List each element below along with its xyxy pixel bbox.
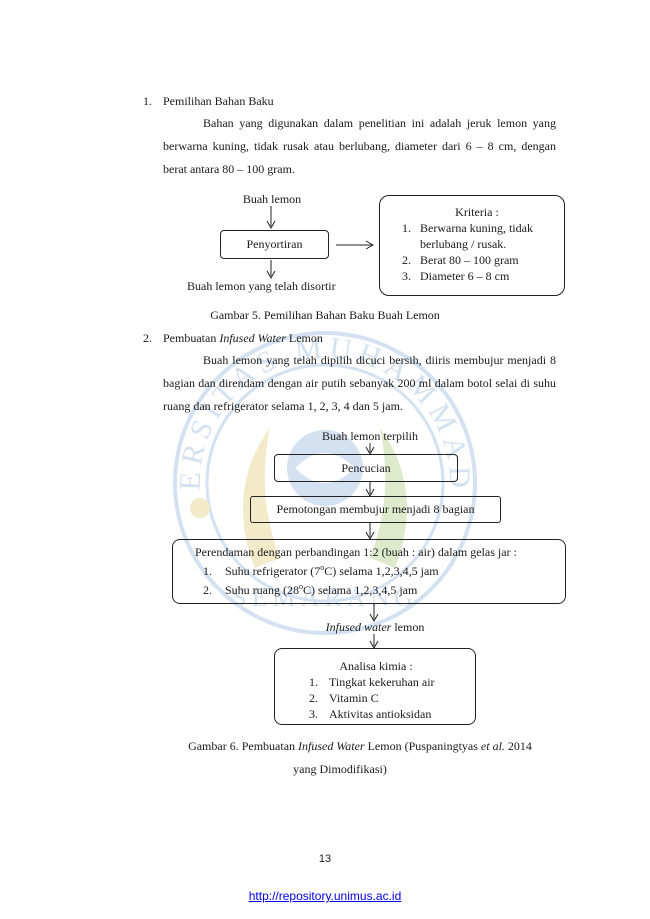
section-2-title: Pembuatan Infused Water Lemon	[163, 331, 323, 346]
analysis-item: 2. Vitamin C	[309, 690, 475, 706]
fig5-criteria-box: Kriteria : 1. Berwarna kuning, tidak berl…	[379, 195, 565, 296]
analysis-item-text: Vitamin C	[329, 691, 379, 705]
section-2-title-italic: Infused Water	[219, 331, 286, 345]
analysis-item-text: Aktivitas antioksidan	[329, 707, 432, 721]
repository-link[interactable]: http://repository.unimus.ac.id	[248, 889, 402, 903]
analysis-item: 1. Tingkat kekeruhan air	[309, 674, 475, 690]
analysis-item: 3. Aktivitas antioksidan	[309, 706, 475, 722]
section-2-paragraph-text: Buah lemon yang telah dipilih dicuci ber…	[163, 353, 556, 413]
figure-6-caption-line-1: Gambar 6. Pembuatan Infused Water Lemon …	[0, 739, 650, 754]
section-2-title-pre: Pembuatan	[163, 331, 220, 345]
criteria-item-number: 3.	[402, 269, 411, 283]
fig6-soaking-box: Perendaman dengan perbandingan 1:2 (buah…	[172, 539, 566, 604]
caption-italic-1: Infused Water	[298, 739, 365, 753]
section-2-title-post: Lemon	[285, 331, 323, 345]
analysis-item-number: 2.	[309, 691, 318, 705]
criteria-title: Kriteria :	[455, 205, 499, 219]
analysis-item-text: Tingkat kekeruhan air	[329, 675, 435, 689]
criteria-item-number: 1.	[402, 221, 411, 235]
fig5-sorting-box: Penyortiran	[220, 230, 329, 259]
analysis-title: Analisa kimia :	[339, 659, 413, 673]
section-1-paragraph-text: Bahan yang digunakan dalam penelitian in…	[163, 116, 556, 176]
soaking-item-pre: Suhu refrigerator (7	[225, 564, 321, 578]
caption-pre: Gambar 6. Pembuatan	[188, 739, 299, 753]
figure-6-caption-line-2: yang Dimodifikasi)	[293, 762, 387, 776]
soaking-item: 1. Suhu refrigerator (7oC) selama 1,2,3,4…	[195, 560, 565, 579]
degree-sup: o	[320, 563, 325, 572]
output-rest: lemon	[391, 620, 425, 634]
criteria-list: 1. Berwarna kuning, tidak berlubang / rus…	[402, 220, 556, 284]
criteria-item: 1. Berwarna kuning, tidak berlubang / rus…	[402, 220, 556, 252]
fig6-top-label: Buah lemon terpilih	[322, 429, 418, 443]
fig6-washing-box: Pencucian	[274, 454, 458, 482]
soaking-item: 2. Suhu ruang (28oC) selama 1,2,3,4,5 jam	[195, 579, 565, 598]
analysis-item-number: 3.	[309, 707, 318, 721]
criteria-item: 2. Berat 80 – 100 gram	[402, 252, 556, 268]
fig5-bottom-label: Buah lemon yang telah disortir	[187, 279, 336, 293]
criteria-item-text: Diameter 6 – 8 cm	[420, 269, 510, 283]
criteria-item-text: Berwarna kuning, tidak berlubang / rusak…	[420, 221, 533, 251]
caption-post: 2014	[504, 739, 532, 753]
section-1-title: Pemilihan Bahan Baku	[163, 94, 274, 108]
soaking-item-post: C) selama 1,2,3,4,5 jam	[303, 583, 418, 597]
criteria-item-number: 2.	[402, 253, 411, 267]
section-1-paragraph: Bahan yang digunakan dalam penelitian in…	[163, 112, 556, 181]
soaking-item-number: 2.	[203, 583, 212, 597]
soaking-item-number: 1.	[203, 564, 212, 578]
criteria-item-text: Berat 80 – 100 gram	[420, 253, 519, 267]
page-number: 13	[318, 853, 332, 865]
fig6-cutting-box: Pemotongan membujur menjadi 8 bagian	[250, 496, 501, 523]
fig5-top-label: Buah lemon	[242, 192, 302, 206]
fig6-analysis-box: Analisa kimia : 1.Tingkat kekeruhan air …	[274, 648, 476, 725]
caption-italic-2: et al.	[480, 739, 505, 753]
section-2-number: 2.	[143, 331, 152, 345]
soaking-title: Perendaman dengan perbandingan 1:2 (buah…	[195, 545, 517, 559]
output-italic: Infused water	[325, 620, 392, 634]
degree-sup: o	[299, 582, 303, 591]
soaking-item-pre: Suhu ruang (28	[225, 583, 299, 597]
analysis-item-number: 1.	[309, 675, 318, 689]
caption-mid: Lemon (Puspaningtyas	[364, 739, 481, 753]
section-2-paragraph: Buah lemon yang telah dipilih dicuci ber…	[163, 349, 556, 418]
fig6-output-label: Infused water lemon	[300, 620, 450, 635]
soaking-item-post: C) selama 1,2,3,4,5 jam	[324, 564, 439, 578]
section-1-number: 1.	[143, 94, 152, 108]
figure-5-caption: Gambar 5. Pemilihan Bahan Baku Buah Lemo…	[210, 308, 440, 322]
criteria-item: 3. Diameter 6 – 8 cm	[402, 268, 556, 284]
